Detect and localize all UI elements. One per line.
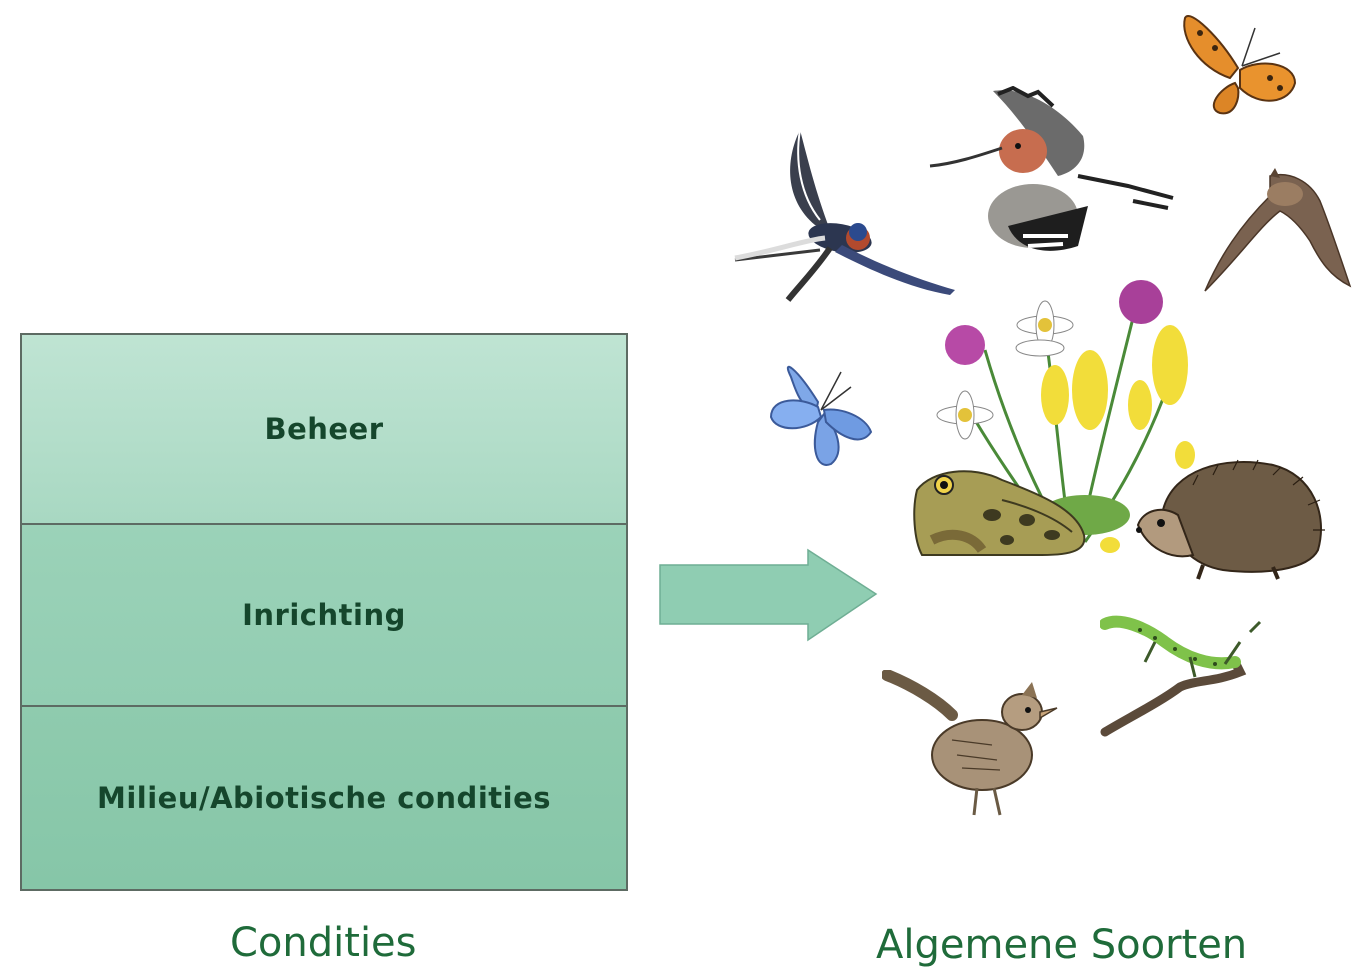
- bat-icon: [1200, 166, 1355, 296]
- hoopoe-icon: [928, 86, 1178, 258]
- layer-milieu-label: Milieu/Abiotische condities: [97, 781, 551, 815]
- blue-butterfly-icon: [766, 352, 878, 472]
- frog-icon: [912, 460, 1090, 560]
- orange-butterfly-icon: [1180, 8, 1300, 120]
- layer-milieu: Milieu/Abiotische condities: [22, 707, 626, 889]
- conditions-caption: Condities: [230, 920, 417, 966]
- layer-inrichting: Inrichting: [22, 525, 626, 707]
- layer-inrichting-label: Inrichting: [242, 598, 406, 632]
- hedgehog-icon: [1133, 455, 1328, 580]
- layer-beheer-label: Beheer: [264, 412, 383, 446]
- layer-beheer: Beheer: [22, 335, 626, 525]
- conditions-stack: Beheer Inrichting Milieu/Abiotische cond…: [20, 333, 628, 891]
- lizard-icon: [1100, 612, 1265, 737]
- right-arrow-icon: [658, 548, 880, 644]
- species-caption: Algemene Soorten: [876, 922, 1247, 968]
- skylark-icon: [882, 670, 1062, 820]
